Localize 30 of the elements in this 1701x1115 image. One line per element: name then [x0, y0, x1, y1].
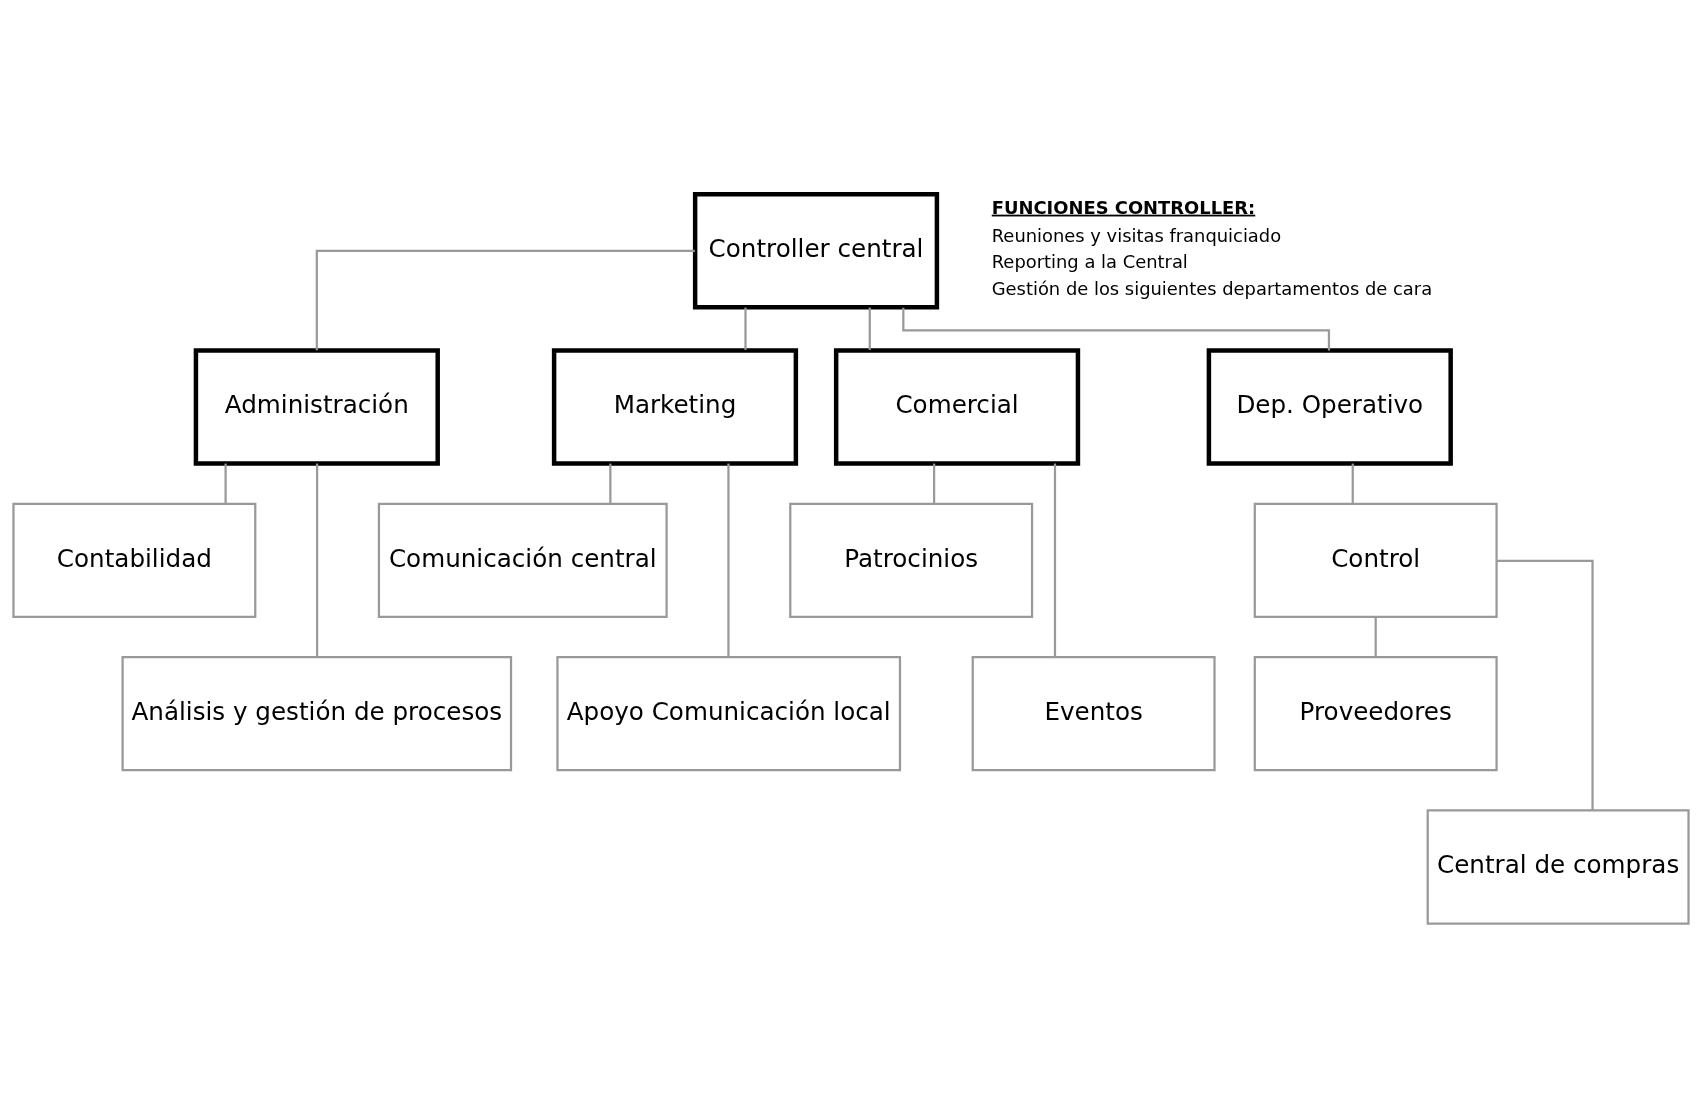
connector	[1496, 559, 1594, 811]
connector	[868, 307, 871, 350]
node-box: Marketing	[551, 348, 798, 466]
node-box: Controller central	[692, 192, 939, 310]
connector	[743, 307, 747, 350]
connector	[726, 463, 730, 657]
node-box: Administración	[193, 348, 440, 466]
label: FUNCIONES CONTROLLER:	[991, 196, 1255, 218]
node-box: Análisis y gestión de procesos	[121, 656, 512, 772]
connector	[315, 249, 695, 351]
node-box: Control	[1253, 502, 1498, 618]
node-box: Central de compras	[1426, 809, 1690, 925]
node-box: Patrocinios	[788, 502, 1033, 618]
node-box: Dep. Operativo	[1206, 348, 1453, 466]
node-box: Apoyo Comunicación local	[555, 656, 901, 772]
label: Gestión de los siguientes departamentos de cara	[991, 278, 1432, 300]
node-box: Eventos	[971, 656, 1216, 772]
connector	[1053, 463, 1056, 657]
connector	[1351, 463, 1354, 504]
connector	[932, 463, 935, 504]
connector	[315, 463, 318, 657]
connector	[223, 463, 227, 504]
node-box: Contabilidad	[11, 502, 256, 618]
connector	[608, 463, 611, 504]
node-box: Comercial	[833, 348, 1080, 466]
connector	[1374, 616, 1377, 657]
node-box: Proveedores	[1253, 656, 1498, 772]
label: Reuniones y visitas franquiciado	[991, 224, 1281, 246]
node-box: Comunicación central	[377, 502, 668, 618]
label: Reporting a la Central	[991, 251, 1188, 273]
